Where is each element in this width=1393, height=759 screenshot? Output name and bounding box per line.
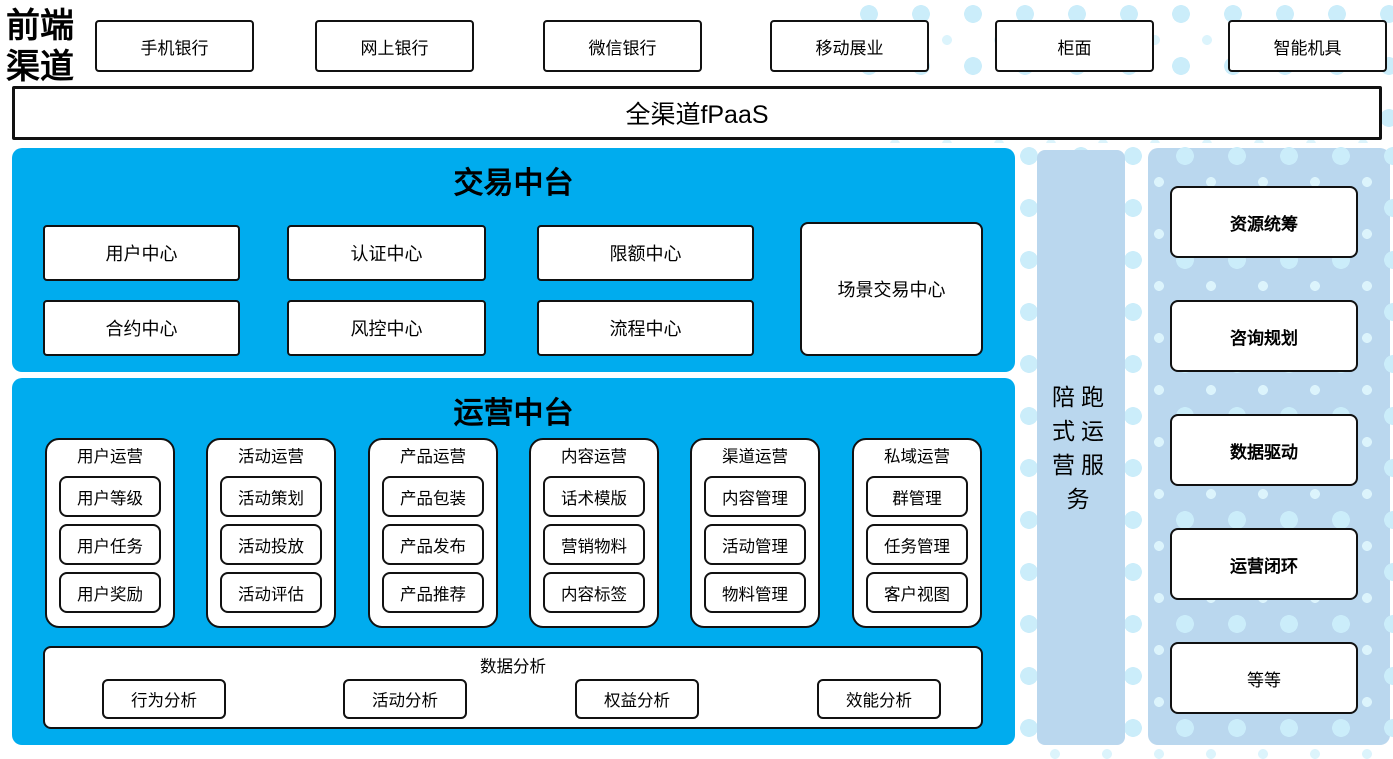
channel-box-smart-devices: 智能机具 (1228, 20, 1387, 72)
op-item: 产品发布 (382, 524, 484, 565)
da-item-activity: 活动分析 (343, 679, 467, 719)
op-column-user: 用户运营 用户等级 用户任务 用户奖励 (45, 438, 175, 628)
center-box-risk: 风控中心 (287, 300, 486, 356)
front-channels-label-line1: 前端 (6, 8, 74, 45)
service-box-resource: 资源统筹 (1170, 186, 1358, 258)
side-service-bar: 陪跑式运营服务 (1037, 150, 1125, 745)
side-service-label: 陪跑式运营服务 (1052, 383, 1110, 512)
op-column-title: 内容运营 (561, 448, 627, 466)
fpaas-bar: 全渠道fPaaS (12, 86, 1382, 140)
channel-box-online-banking: 网上银行 (315, 20, 474, 72)
op-item: 群管理 (866, 476, 968, 517)
center-box-user: 用户中心 (43, 225, 240, 281)
channel-box-mobile-marketing: 移动展业 (770, 20, 929, 72)
da-item-rights: 权益分析 (575, 679, 699, 719)
op-column-activity: 活动运营 活动策划 活动投放 活动评估 (206, 438, 336, 628)
op-item: 内容管理 (704, 476, 806, 517)
service-box-data-driven: 数据驱动 (1170, 414, 1358, 486)
operation-platform-title: 运营中台 (453, 397, 574, 430)
operation-platform-block: 运营中台 用户运营 用户等级 用户任务 用户奖励 活动运营 活动策划 活动投放 … (12, 378, 1015, 745)
op-item: 活动管理 (704, 524, 806, 565)
service-panel: 资源统筹 咨询规划 数据驱动 运营闭环 等等 (1148, 148, 1390, 745)
channel-box-mobile-banking: 手机银行 (95, 20, 254, 72)
center-box-limit: 限额中心 (537, 225, 754, 281)
op-item: 话术模版 (543, 476, 645, 517)
center-box-auth: 认证中心 (287, 225, 486, 281)
op-column-private-domain: 私域运营 群管理 任务管理 客户视图 (852, 438, 982, 628)
op-item: 产品包装 (382, 476, 484, 517)
front-channels-label: 前端 渠道 (6, 6, 98, 88)
op-item: 客户视图 (866, 572, 968, 613)
front-channels-label-line2: 渠道 (6, 49, 74, 86)
channel-box-wechat-banking: 微信银行 (543, 20, 702, 72)
op-column-content: 内容运营 话术模版 营销物料 内容标签 (529, 438, 659, 628)
op-item: 用户等级 (59, 476, 161, 517)
op-item: 物料管理 (704, 572, 806, 613)
trade-platform-title: 交易中台 (453, 167, 574, 200)
channel-box-counter: 柜面 (995, 20, 1154, 72)
op-item: 活动评估 (220, 572, 322, 613)
service-box-closed-loop: 运营闭环 (1170, 528, 1358, 600)
center-box-contract: 合约中心 (43, 300, 240, 356)
da-item-behavior: 行为分析 (102, 679, 226, 719)
op-item: 活动投放 (220, 524, 322, 565)
op-column-title: 活动运营 (238, 448, 304, 466)
op-column-channel: 渠道运营 内容管理 活动管理 物料管理 (690, 438, 820, 628)
service-box-consulting: 咨询规划 (1170, 300, 1358, 372)
op-column-title: 产品运营 (400, 448, 466, 466)
op-item: 内容标签 (543, 572, 645, 613)
da-item-efficiency: 效能分析 (817, 679, 941, 719)
service-box-etc: 等等 (1170, 642, 1358, 714)
op-column-title: 私域运营 (884, 448, 950, 466)
center-box-scene-trade: 场景交易中心 (800, 222, 983, 356)
op-item: 产品推荐 (382, 572, 484, 613)
op-item: 活动策划 (220, 476, 322, 517)
op-item: 用户任务 (59, 524, 161, 565)
op-item: 用户奖励 (59, 572, 161, 613)
op-column-title: 用户运营 (77, 448, 143, 466)
op-item: 营销物料 (543, 524, 645, 565)
center-box-process: 流程中心 (537, 300, 754, 356)
op-column-product: 产品运营 产品包装 产品发布 产品推荐 (368, 438, 498, 628)
op-item: 任务管理 (866, 524, 968, 565)
data-analysis-box: 数据分析 行为分析 活动分析 权益分析 效能分析 (43, 646, 983, 729)
trade-platform-block: 交易中台 用户中心 认证中心 限额中心 合约中心 风控中心 流程中心 场景交易中… (12, 148, 1015, 372)
op-column-title: 渠道运营 (722, 448, 788, 466)
data-analysis-title: 数据分析 (480, 658, 546, 676)
